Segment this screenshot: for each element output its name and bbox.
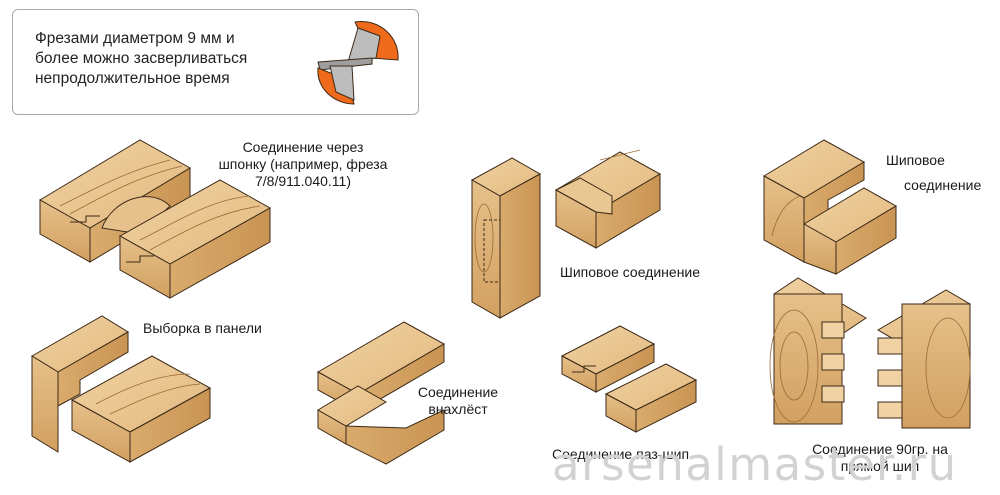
label-tongue-groove: Соединение паз-шип: [552, 446, 690, 462]
label-right-angle: Соединение 90гр. на прямой шип: [786, 441, 974, 475]
label-key-joint-line-3: 7/8/911.040.11): [254, 173, 351, 189]
watermark-text: arsenalmaster.ru: [552, 438, 958, 491]
tongue-groove-drawing: [560, 325, 698, 433]
label-half-lap-line-1: Соединение: [417, 384, 499, 400]
label-mortise-tenon: Шиповое соединение: [560, 264, 701, 280]
router-cutter-icon: [317, 21, 399, 105]
key-joint-drawing: [39, 139, 272, 299]
label-right-angle-line-2: прямой шип: [840, 458, 920, 474]
note-line-2: более можно засверливаться: [35, 50, 248, 67]
label-panel-rebate: Выборка в панели: [143, 320, 262, 336]
label-right-angle-line-1: Соединение 90гр. на: [812, 441, 948, 457]
label-key-joint-line-1: Соединение через: [242, 139, 364, 155]
tenon-corner-drawing: [762, 139, 897, 275]
mortise-tenon-drawing: [470, 149, 662, 319]
label-half-lap: Соединение внахлёст: [408, 384, 508, 418]
box-joint-drawing: [769, 277, 971, 429]
label-key-joint: Соединение через шпонку (например, фреза…: [203, 139, 403, 190]
note-line-3: непродолжительное время: [35, 70, 230, 87]
half-lap-drawing: [316, 321, 446, 465]
info-note-text: Фрезами диаметром 9 мм и более можно зас…: [35, 29, 305, 89]
label-half-lap-line-2: внахлёст: [428, 401, 488, 417]
label-tenon-corner-line-2: соединение: [904, 177, 982, 193]
label-key-joint-line-2: шпонку (например, фреза: [218, 156, 388, 172]
note-line-1: Фрезами диаметром 9 мм и: [35, 30, 235, 47]
label-tenon-corner-line-1: Шиповое: [886, 152, 945, 168]
panel-rebate-drawing: [31, 315, 212, 463]
